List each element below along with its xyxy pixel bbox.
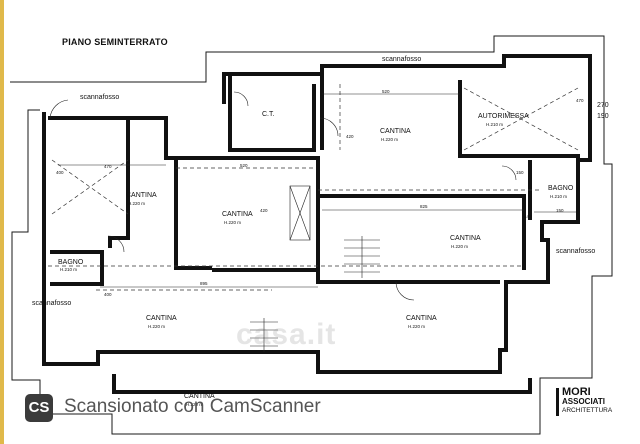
room-cantina-left-height: H.220 m — [128, 201, 145, 206]
room-cantina-bottom-right-height: H.220 m — [408, 324, 425, 329]
room-cantina-left-name: CANTINA — [126, 192, 157, 199]
beam-dashed-1 — [51, 159, 129, 215]
camscanner-text: Scansionato con CamScanner — [64, 396, 321, 417]
dim-470b: 470 — [104, 164, 112, 169]
dim-420b: 420 — [260, 208, 268, 213]
beam-dashed-2 — [51, 159, 129, 215]
wall-right-room — [318, 194, 526, 270]
camscanner-logo: CS — [25, 394, 53, 422]
room-bagno-right-height: H.210 m — [550, 194, 567, 199]
wall-outline — [42, 54, 592, 374]
stair-top — [289, 185, 311, 241]
room-cantina-center-height: H.220 m — [224, 220, 241, 225]
wall-bagno-left — [50, 250, 104, 286]
room-cantina-top-center-name: CANTINA — [380, 128, 411, 135]
room-cantina-bottom-left-name: CANTINA — [146, 315, 177, 322]
dim-400b: 400 — [104, 292, 112, 297]
door-swing-4 — [319, 117, 339, 137]
dim-470a: 470 — [576, 98, 584, 103]
studio-logo-bar — [556, 388, 559, 416]
corner-dim-top: 270 — [597, 102, 609, 109]
wall-autorimessa — [458, 80, 580, 158]
dim-520b: 520 — [240, 163, 248, 168]
corner-dim-bottom: 190 — [597, 113, 609, 120]
door-swing-1 — [107, 235, 125, 253]
wall-ct — [228, 76, 316, 152]
room-cantina-right-height: H.220 m — [451, 244, 468, 249]
door-swing-3 — [395, 281, 415, 301]
label-scannafosso-left: scannafosso — [80, 94, 119, 101]
studio-name-line2: ASSOCIATI — [562, 397, 605, 406]
door-swing-5 — [233, 91, 249, 107]
room-autorimessa-height: H.210 m — [486, 122, 503, 127]
door-swing-6 — [501, 165, 517, 181]
dim-150b: 150 — [516, 170, 524, 175]
stair-right — [344, 236, 380, 278]
scan-edge — [0, 0, 4, 444]
beam-dashed-7 — [463, 87, 579, 151]
label-scannafosso-right: scannafosso — [556, 248, 595, 255]
dim-150a: 150 — [556, 208, 564, 213]
dim-895: 895 — [200, 281, 208, 286]
room-bagno-left-height: H.210 m — [60, 267, 77, 272]
label-scannafosso-top: scannafosso — [382, 56, 421, 63]
stair-bottom — [250, 318, 278, 352]
dim-400: 400 — [56, 170, 64, 175]
dim-825: 825 — [420, 204, 428, 209]
dim-420a: 420 — [346, 134, 354, 139]
door-swing-2 — [49, 99, 69, 119]
room-cantina-bottom-right-name: CANTINA — [406, 315, 437, 322]
dim-440: 440 — [524, 214, 532, 219]
room-cantina-bottom-height: H.220 m — [186, 402, 203, 407]
studio-name-line3: ARCHITETTURA — [562, 407, 613, 414]
room-cantina-center-name: CANTINA — [222, 211, 253, 218]
studio-name-line1: MORI — [562, 386, 591, 398]
room-cantina-bottom-name: CANTINA — [184, 393, 215, 400]
wall-bottom-box — [112, 374, 532, 394]
wall-cantina-left — [48, 116, 176, 160]
wall-bottom-mid — [212, 268, 500, 284]
room-cantina-top-center-height: H.220 m — [381, 137, 398, 142]
room-cantina-right-name: CANTINA — [450, 235, 481, 242]
watermark: casa.it — [236, 318, 337, 351]
wall-left-inner — [108, 118, 130, 248]
dim-520a: 520 — [382, 89, 390, 94]
room-bagno-right-name: BAGNO — [548, 185, 574, 192]
plan-title: PIANO SEMINTERRATO — [62, 37, 168, 47]
outer-boundary — [10, 35, 613, 435]
room-cantina-bottom-left-height: H.220 m — [148, 324, 165, 329]
wall-center-top — [174, 158, 212, 270]
label-scannafosso-bottom-left: scannafosso — [32, 300, 71, 307]
room-autorimessa-name: AUTORIMESSA — [478, 113, 529, 120]
room-bagno-left-name: BAGNO — [58, 259, 84, 266]
room-ct-name: C.T. — [262, 111, 275, 118]
